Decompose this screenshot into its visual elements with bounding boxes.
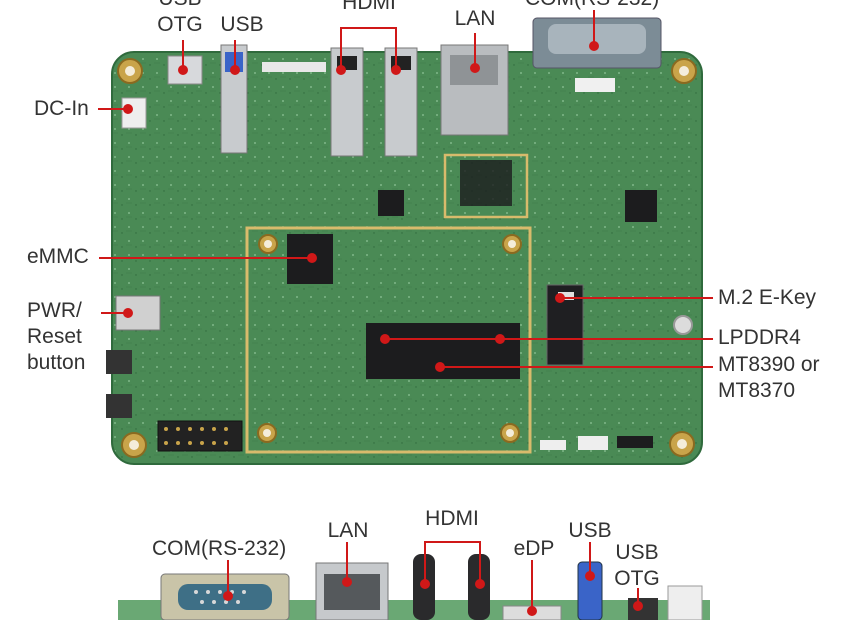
io-label-edp: eDP	[513, 537, 555, 560]
callout-lines	[98, 10, 713, 372]
io-label-hdmi: HDMI	[425, 507, 479, 530]
io-label-lan: LAN	[327, 519, 369, 542]
top-view-board	[106, 17, 703, 465]
aux-outline	[443, 153, 529, 219]
io-label-com: COM(RS-232)	[152, 537, 287, 560]
label-pwr-reset: PWR/ Reset button	[27, 299, 86, 374]
label-hdmi: HDMI	[342, 0, 396, 14]
label-usb: USB	[220, 13, 264, 36]
lpddr4-chip-b	[476, 323, 520, 379]
io-usb-otg-connector	[628, 598, 658, 620]
pin-header	[157, 420, 243, 452]
lpddr4-chip-a	[366, 323, 410, 379]
label-emmc: eMMC	[27, 245, 89, 268]
label-lan: LAN	[454, 7, 496, 30]
label-m2-ekey: M.2 E-Key	[718, 286, 817, 309]
label-soc: MT8390 or MT8370	[718, 353, 820, 402]
io-label-usb: USB	[568, 519, 612, 542]
label-dc-in: DC-In	[34, 97, 89, 120]
mounting-holes	[117, 58, 697, 458]
label-lpddr4: LPDDR4	[718, 326, 801, 349]
io-label-usb-otg: USB OTG	[614, 541, 660, 590]
io-callout-lines	[223, 541, 643, 616]
label-com: COM(RS-232)	[525, 0, 659, 12]
label-usb-otg: USB OTG	[157, 0, 203, 36]
